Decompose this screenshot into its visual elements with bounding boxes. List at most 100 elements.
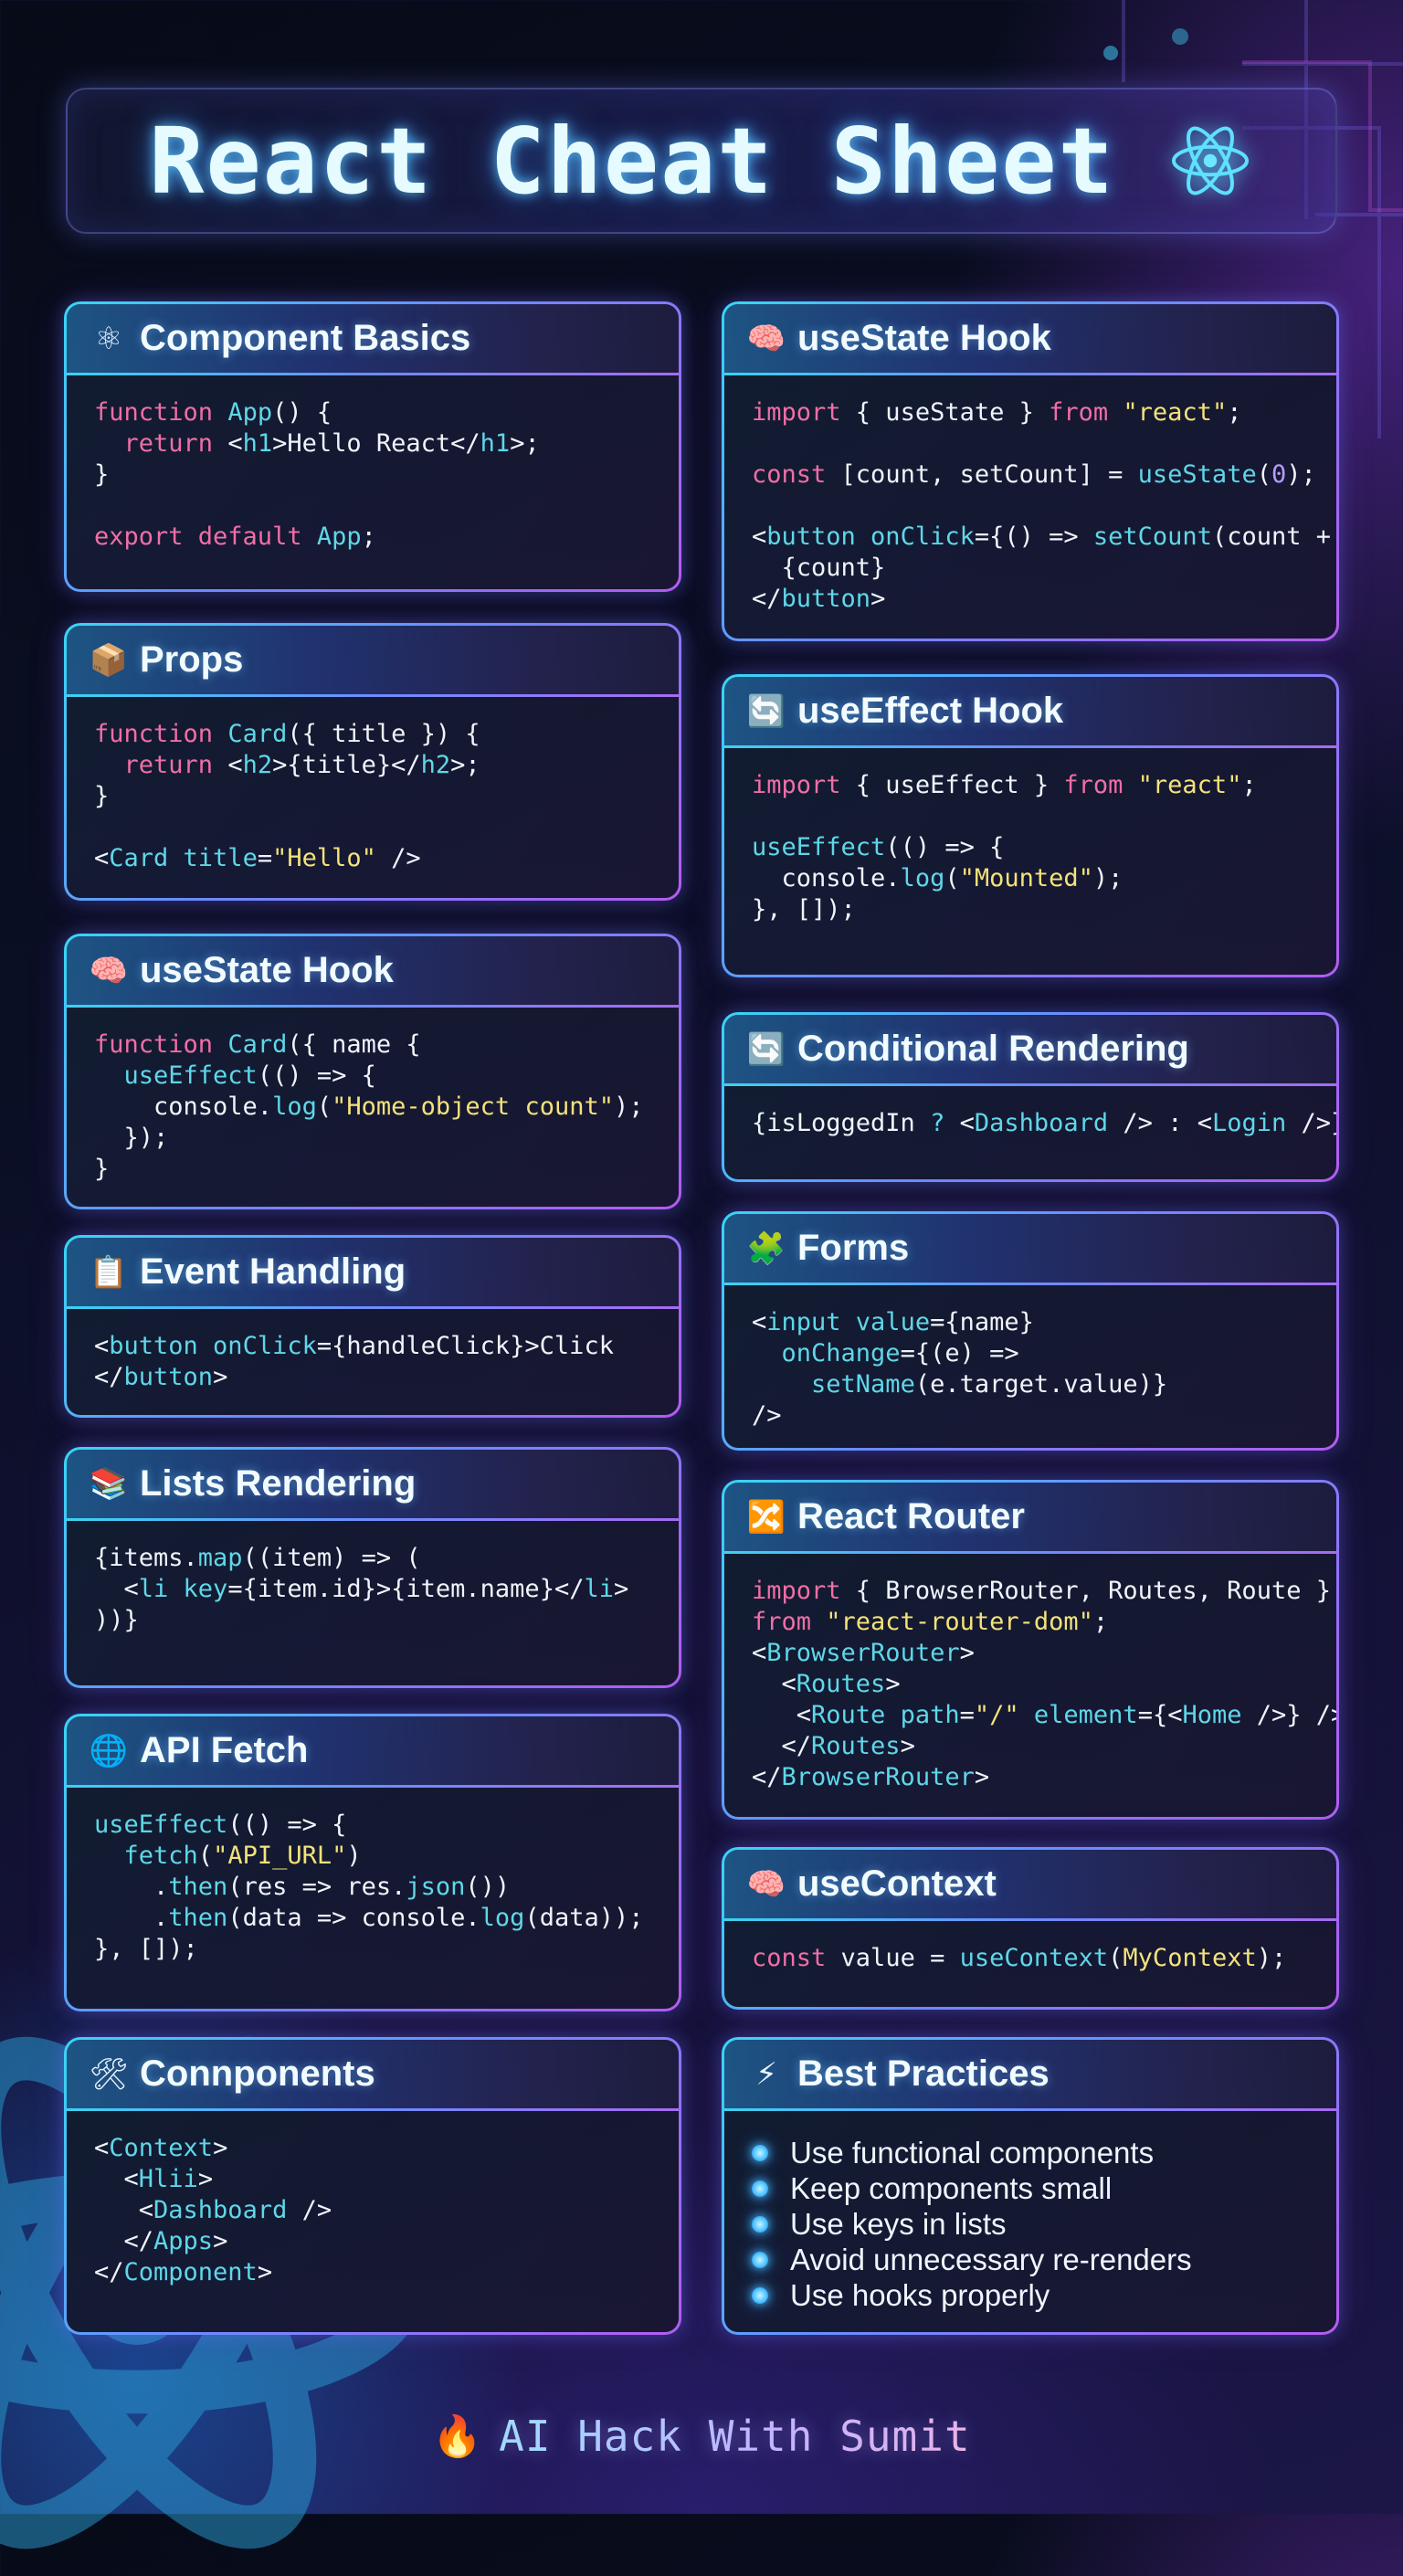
code-token: button <box>781 585 871 613</box>
code-token: Hlii <box>138 2165 198 2193</box>
code-token: . <box>94 1904 169 1932</box>
code-token: < <box>944 1109 975 1137</box>
code-line: <input value={name} <box>752 1307 1309 1338</box>
brain-icon: 🧠 <box>89 952 129 989</box>
code-token: ; <box>1241 771 1257 799</box>
code-token: ={name} <box>930 1308 1034 1336</box>
code-token <box>94 1061 124 1090</box>
code-token: = <box>257 844 273 872</box>
react-atom-icon <box>1171 126 1249 195</box>
code-line: {isLoggedIn ? <Dashboard /> : <Login />} <box>752 1108 1336 1139</box>
code-line: useEffect(() => { <box>94 1810 651 1841</box>
bullet-dot-icon <box>752 2286 768 2304</box>
code-line: onChange={(e) => <box>752 1338 1309 1369</box>
code-line <box>752 801 1309 832</box>
code-token: ? <box>930 1109 945 1137</box>
code-token: console. <box>752 864 901 892</box>
code-token: }, []); <box>752 895 856 924</box>
code-line: <Dashboard /> <box>94 2195 651 2226</box>
bullet-dot-icon <box>752 2215 768 2233</box>
code-token: >; <box>450 751 480 779</box>
card-title: Forms <box>797 1228 910 1268</box>
code-line: setName(e.target.value)} <box>752 1369 1309 1400</box>
code-token: </ <box>752 1732 812 1760</box>
code-token: ({ title }) { <box>287 720 480 748</box>
code-line: </BrowserRouter> <box>752 1762 1309 1793</box>
code-token: > <box>213 2134 228 2162</box>
code-token: ; <box>1092 1608 1109 1636</box>
code-token: return <box>123 429 228 458</box>
fire-icon: 🔥 <box>432 2413 483 2460</box>
code-token: useEffect <box>123 1061 258 1090</box>
code-token: {items. <box>94 1544 198 1572</box>
code-line: ))} <box>94 1605 651 1636</box>
code-line <box>94 812 651 843</box>
code-token: > <box>613 1575 629 1603</box>
card-title: Component Basics <box>140 318 471 358</box>
code-block: {items.map((item) => ( <li key={item.id}… <box>67 1521 679 1654</box>
code-token: console. <box>94 1093 273 1121</box>
code-token: 0 <box>1271 460 1287 489</box>
code-line: </button> <box>752 584 1309 615</box>
card-header: ⚡ Best Practices <box>724 2040 1336 2111</box>
code-token <box>94 429 124 458</box>
code-token: > <box>959 1639 975 1667</box>
code-token: value = <box>840 1944 960 1972</box>
code-token: ); <box>613 1093 644 1121</box>
code-token: < <box>752 1308 767 1336</box>
code-line: {items.map((item) => ( <box>94 1543 651 1574</box>
card-title: Best Practices <box>797 2053 1050 2094</box>
code-token: "API_URL" <box>213 1842 347 1870</box>
code-token: import <box>752 398 856 427</box>
card-header: 📋Event Handling <box>67 1238 679 1309</box>
lightning-bolt-icon: ⚡ <box>755 2055 777 2093</box>
code-token: ) <box>346 1842 362 1870</box>
code-block: function App() { return <h1>Hello React<… <box>67 375 679 571</box>
code-token: element <box>1018 1701 1138 1729</box>
card-header: 📚Lists Rendering <box>67 1450 679 1521</box>
code-line: <Routes> <box>752 1669 1309 1700</box>
code-line: <BrowserRouter> <box>752 1638 1309 1669</box>
code-token: h2 <box>242 751 273 779</box>
code-token: { useState } <box>855 398 1050 427</box>
code-token: < <box>227 751 243 779</box>
code-token: ()) <box>465 1873 511 1901</box>
code-block: useEffect(() => { fetch("API_URL") .then… <box>67 1788 679 1983</box>
code-token: json <box>406 1873 466 1901</box>
code-token <box>752 1339 782 1367</box>
code-token: App <box>227 398 273 427</box>
code-token: return <box>123 751 228 779</box>
code-block: import { useEffect } from "react";useEff… <box>724 748 1336 944</box>
code-token: (() => { <box>885 833 1005 861</box>
code-token: (() => { <box>227 1811 347 1839</box>
card-title: React Router <box>797 1496 1025 1536</box>
code-token: button onClick <box>766 523 975 551</box>
card-event-handling: 📋Event Handling<button onClick={handleCl… <box>64 1235 681 1418</box>
page-title: React Cheat Sheet <box>149 107 1115 215</box>
code-token: Login <box>1211 1109 1287 1137</box>
code-token: h2 <box>420 751 451 779</box>
code-token: Routes <box>811 1732 901 1760</box>
card-header: 🧠useState Hook <box>67 936 679 1008</box>
code-token: MyContext <box>1123 1944 1257 1972</box>
code-token: log <box>900 864 945 892</box>
code-block: const value = useContext(MyContext); <box>724 1921 1336 1992</box>
code-token: fetch <box>123 1842 198 1870</box>
card-header: 🛠Connponents <box>67 2040 679 2111</box>
code-token: /> <box>752 1401 782 1430</box>
code-line: const [count, setCount] = useState(0); <box>752 459 1316 491</box>
code-token: Routes <box>796 1670 886 1698</box>
code-token: onChange <box>781 1339 901 1367</box>
code-token: = <box>959 1701 975 1729</box>
code-line: }, []); <box>752 894 1309 925</box>
code-token: ({ name { <box>287 1030 421 1059</box>
code-token: }, []); <box>94 1935 198 1963</box>
list-item: Avoid unnecessary re-renders <box>752 2242 1309 2277</box>
code-line: {count} <box>752 553 1309 584</box>
code-token: (() => { <box>257 1061 376 1090</box>
code-line: from "react-router-dom"; <box>752 1607 1309 1638</box>
